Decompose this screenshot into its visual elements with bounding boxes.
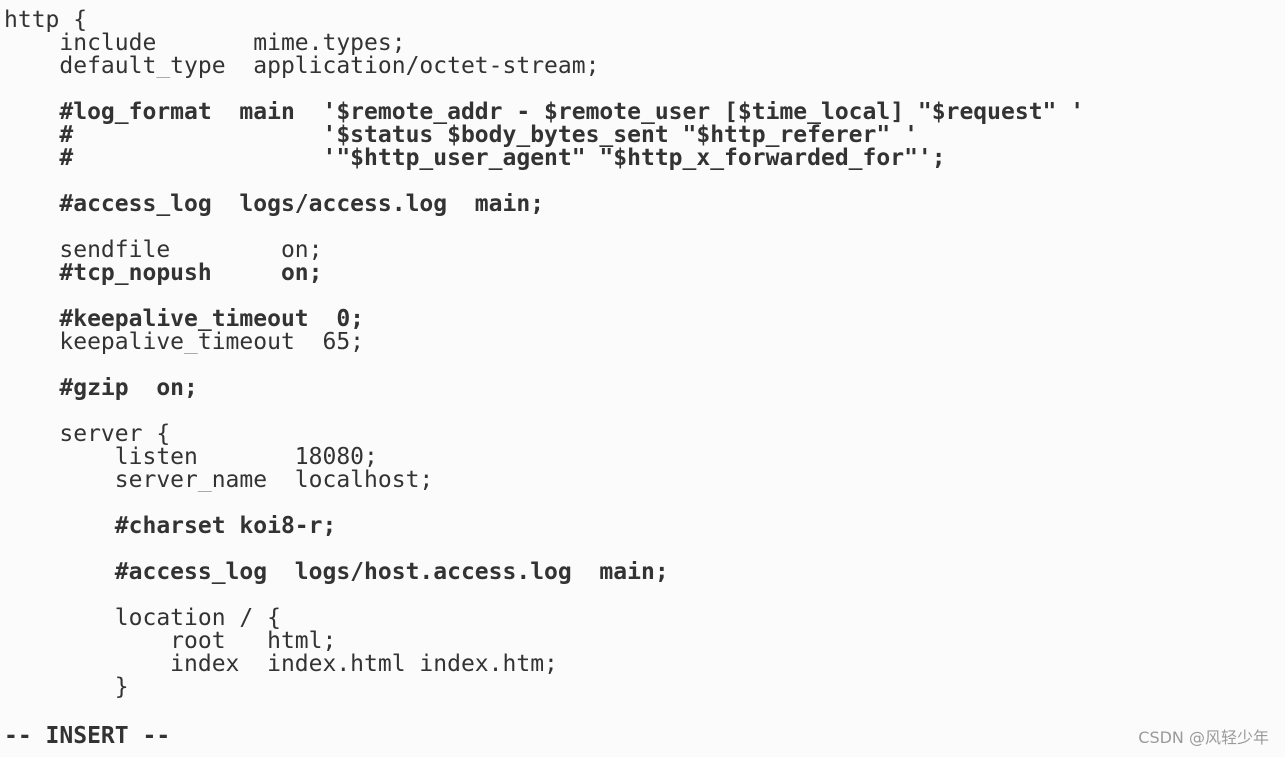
code-line[interactable]: #charset koi8-r; — [4, 515, 337, 538]
code-line[interactable] — [4, 400, 1274, 423]
code-line[interactable]: index index.html index.htm; — [4, 653, 558, 676]
code-line[interactable]: location / { — [4, 607, 281, 630]
code-line[interactable] — [4, 216, 1274, 239]
code-line[interactable] — [4, 285, 1274, 308]
code-line[interactable]: # '"$http_user_agent" "$http_x_forwarded… — [4, 147, 946, 170]
mode-indicator: -- INSERT -- — [4, 723, 171, 749]
code-line[interactable] — [4, 538, 1274, 561]
code-line[interactable]: #tcp_nopush on; — [4, 262, 323, 285]
code-line[interactable] — [4, 354, 1274, 377]
code-line[interactable] — [4, 78, 1274, 101]
code-line[interactable]: server { — [4, 423, 171, 446]
code-line[interactable]: listen 18080; — [4, 446, 378, 469]
watermark: CSDN @风轻少年 — [1138, 728, 1269, 747]
code-line[interactable]: default_type application/octet-stream; — [4, 55, 600, 78]
code-line[interactable]: root html; — [4, 630, 337, 653]
code-line[interactable]: http { — [4, 9, 88, 32]
code-line[interactable]: #access_log logs/access.log main; — [4, 193, 545, 216]
text-buffer[interactable]: http { include mime.types; default_type … — [4, 9, 1274, 709]
code-line[interactable]: # '$status $body_bytes_sent "$http_refer… — [4, 124, 918, 147]
code-line[interactable] — [4, 492, 1274, 515]
code-line[interactable]: #access_log logs/host.access.log main; — [4, 561, 669, 584]
code-line[interactable]: #keepalive_timeout 0; — [4, 308, 365, 331]
code-line[interactable]: #log_format main '$remote_addr - $remote… — [4, 101, 1085, 124]
code-line[interactable]: sendfile on; — [4, 239, 323, 262]
code-line[interactable]: #gzip on; — [4, 377, 198, 400]
code-line[interactable]: include mime.types; — [4, 32, 406, 55]
code-line[interactable] — [4, 170, 1274, 193]
code-line[interactable]: keepalive_timeout 65; — [4, 331, 365, 354]
code-line[interactable]: server_name localhost; — [4, 469, 434, 492]
code-line[interactable]: } — [4, 676, 129, 699]
code-line[interactable] — [4, 584, 1274, 607]
